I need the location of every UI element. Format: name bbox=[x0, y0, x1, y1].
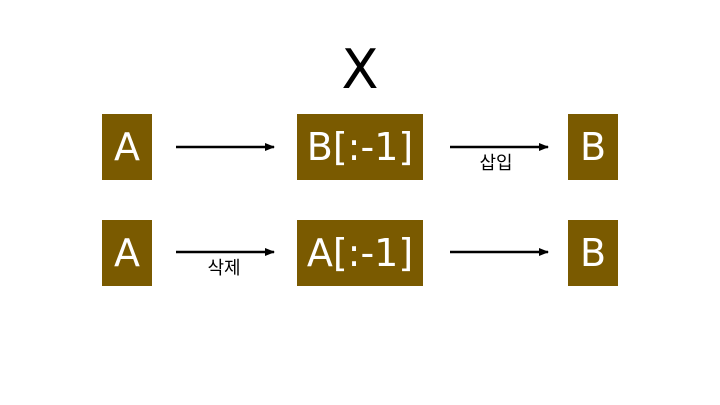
row2-source-node: A bbox=[102, 220, 152, 286]
row1-middle-node: B[:-1] bbox=[297, 114, 423, 180]
row1-source-label: A bbox=[114, 125, 140, 169]
diagram-title: X bbox=[341, 38, 379, 101]
row1-second-edge-label: 삽입 bbox=[479, 153, 513, 174]
row1-middle-label: B[:-1] bbox=[306, 125, 414, 169]
row2-middle-label: A[:-1] bbox=[306, 231, 414, 275]
row2-target-label: B bbox=[579, 231, 607, 275]
row2-middle-node: A[:-1] bbox=[297, 220, 423, 286]
row1-source-node: A bbox=[102, 114, 152, 180]
row2-source-label: A bbox=[114, 231, 140, 275]
row1-target-label: B bbox=[579, 125, 607, 169]
row2-target-node: B bbox=[568, 220, 618, 286]
row2-first-edge-label: 삭제 bbox=[207, 258, 241, 279]
row1-target-node: B bbox=[568, 114, 618, 180]
